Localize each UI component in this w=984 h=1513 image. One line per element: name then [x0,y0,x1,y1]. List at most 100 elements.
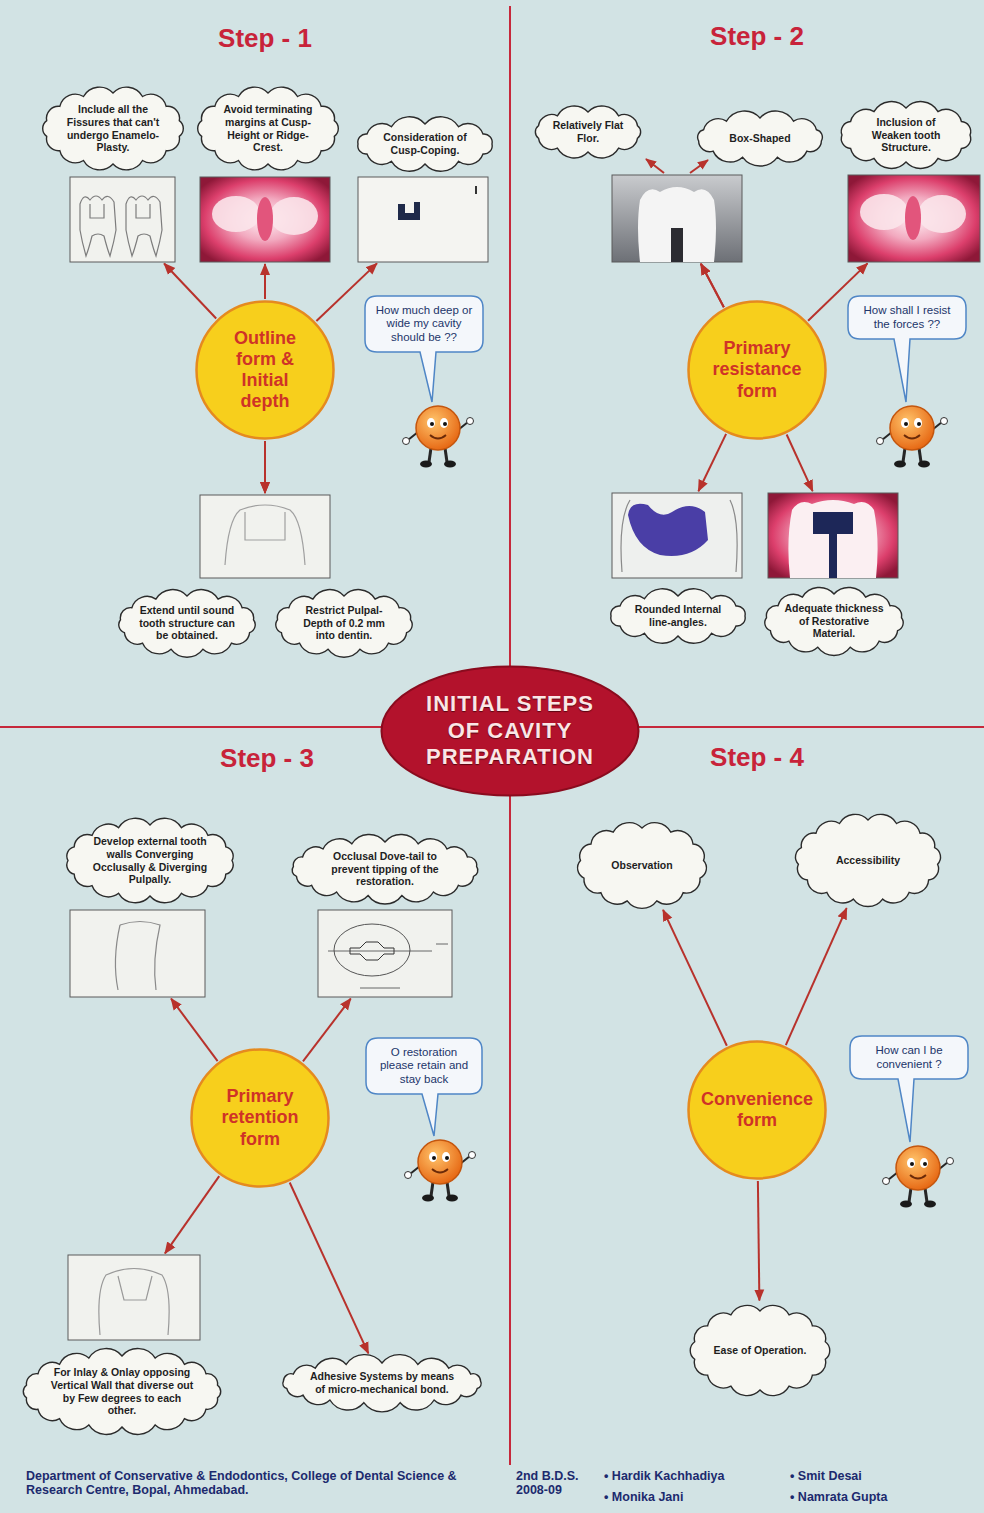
cloud-shape [358,117,492,171]
tooth-photo [638,187,716,262]
node-text: Convenience form [698,1089,816,1131]
node-text: Include all the Fissures that can't unde… [63,103,164,153]
node-text: Primary retention form [210,1086,310,1149]
arrow-connector [786,908,847,1045]
tooth-sketch [99,1269,169,1336]
picture-frame [318,910,452,997]
arrow-connector [787,435,813,492]
picture-frame [612,175,742,262]
step-heading: Step - 3 [220,743,314,774]
picture-frame [358,177,488,262]
arrow-connector [171,999,218,1061]
tooth-sketch [115,922,160,991]
credit-text: • Hardik Kachhadiya [604,1469,724,1483]
cloud-shape [67,818,233,902]
cloud-shape [43,87,184,170]
cavity-shape [671,228,683,262]
node-text: For Inlay & Onlay opposing Vertical Wall… [50,1366,194,1416]
node-text: How much deep or wide my cavity should b… [373,304,475,344]
node-text: How can I be convenient ? [858,1044,960,1070]
picture-frame [612,493,742,578]
cloud-bubble: Consideration of Cusp-Coping. [350,116,500,172]
node-text: Inclusion of Weaken tooth Structure. [859,116,954,154]
cloud-bubble: Accessibility [790,812,946,908]
node-text: Outline form & Initial depth [215,328,315,412]
circle-shape [689,1042,826,1179]
cloud-shape [119,590,255,658]
credit-text: • Monika Jani [604,1490,683,1504]
speech-bubble: How much deep or wide my cavity should b… [365,296,483,352]
tooth-sketch [80,196,116,256]
cloud-bubble: Relatively Flat Flor. [528,104,648,160]
cloud-bubble: Ease of Operation. [685,1303,835,1398]
tooth-photo [860,194,908,230]
arrow-connector [701,264,724,307]
speech-bubble: How can I be convenient ? [850,1036,968,1079]
cloud-bubble: Rounded Internal line-angles. [603,588,753,644]
sketch-mark [328,944,448,988]
node-text: Extend until sound tooth structure can b… [138,604,237,642]
picture-frame [70,177,175,262]
cloud-bubble: Occlusal Dove-tail to prevent tipping of… [285,834,485,904]
arrow-connector [701,264,724,307]
cloud-bubble: Restrict Pulpal-Depth of 0.2 mm into den… [269,588,419,658]
step-heading: Step - 2 [710,21,804,52]
node-text: INITIAL STEPS OF CAVITY PREPARATION [418,691,602,770]
node-text: Develop external tooth walls Converging … [90,835,211,885]
cloud-shape [283,1355,481,1412]
bubble-shape [366,1038,482,1136]
step-circle: Convenience form [687,1040,827,1180]
credit-text: • Smit Desai [790,1469,862,1483]
cloud-bubble: Inclusion of Weaken tooth Structure. [834,100,978,170]
bubble-shape [850,1036,968,1142]
step-heading: Step - 1 [218,23,312,54]
leader-arrow [646,159,664,173]
arrow-connector [698,434,726,491]
cloud-shape [198,87,339,170]
cloud-shape [23,1349,220,1435]
cloud-bubble: Observation [572,820,712,910]
cloud-bubble: For Inlay & Onlay opposing Vertical Wall… [17,1348,227,1435]
cavity-shape [813,512,853,534]
node-text: Accessibility [816,854,920,867]
step-heading: Step - 4 [710,742,804,773]
tooth-photo [270,197,318,235]
node-text: Occlusal Dove-tail to prevent tipping of… [317,850,453,888]
picture-frame [848,175,980,262]
mascot [405,1140,476,1202]
node-text: O restoration please retain and stay bac… [374,1046,474,1086]
picture-frame [68,1255,200,1340]
tooth-sketch [126,196,162,256]
bubble-shape [848,296,966,402]
step-circle: Primary retention form [190,1048,330,1188]
node-text: Restrict Pulpal-Depth of 0.2 mm into den… [295,604,394,642]
cavity-shape [628,504,708,556]
arrow-connector [758,1181,759,1301]
speech-bubble: O restoration please retain and stay bac… [366,1038,482,1094]
node-text: Relatively Flat Flor. [550,119,627,144]
picture-frame [200,177,330,262]
node-text: Box-Shaped [714,132,806,145]
tooth-photo [918,195,966,233]
tooth-sketch [334,924,410,976]
arrow-connector [264,441,266,493]
cloud-bubble: Extend until sound tooth structure can b… [112,588,262,658]
bubble-shape [365,296,483,402]
credit-text: • Namrata Gupta [790,1490,887,1504]
node-text: Primary resistance form [704,338,810,401]
cloud-bubble: Adequate thickness of Restorative Materi… [758,586,910,656]
mascot [883,1146,954,1208]
picture-frame [200,495,330,578]
node-text: Adequate thickness of Restorative Materi… [784,602,885,640]
credit-text: 2nd B.D.S. 2008-09 [516,1469,596,1498]
cloud-bubble: Develop external tooth walls Converging … [60,817,240,904]
circle-shape [192,1050,329,1187]
cloud-shape [841,102,970,169]
cloud-shape [611,589,745,643]
arrow-connector [264,441,266,493]
node-text: Ease of Operation. [711,1344,810,1357]
speech-bubble: How shall I resist the forces ?? [848,296,966,339]
mascot [877,406,948,468]
cavity-shape [398,202,420,220]
